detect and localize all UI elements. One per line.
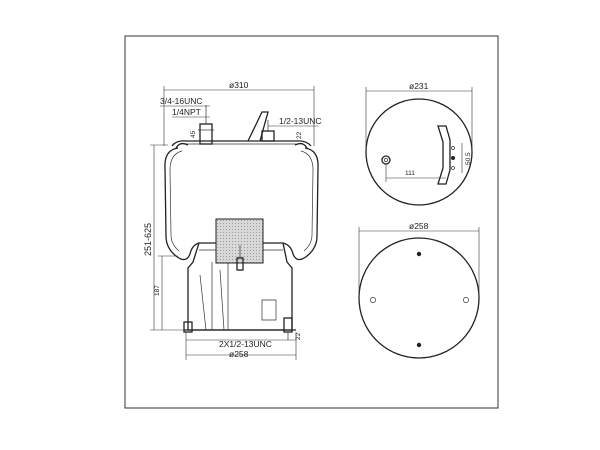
bottom-view-diameter-label: ø258 [409,221,429,231]
top-view-diameter-label: ø231 [409,81,429,91]
bottom-stud-hole-top [416,251,422,257]
piston-height-label: 187 [154,285,161,296]
bottom-stud-left [183,321,193,333]
side-view: ø310 3/4-16UNC 1/4NPT 45 1/2-13UNC 22 25… [143,80,322,360]
bottom-studs-label: 2X1/2-13UNC [219,339,272,349]
mount-bracket [247,111,269,142]
drawing-frame [124,35,499,409]
top-plate [171,140,312,147]
top-diameter-label: ø310 [229,80,249,90]
port-thread-label: 3/4-16UNC [160,96,203,106]
bottom-stud-hole-bottom [416,342,422,348]
height-range-label: 251-625 [143,223,153,256]
top-port-hole [381,155,391,165]
bottom-view: ø258 [358,221,480,359]
top-view-offset-label: 111 [405,170,415,177]
bellows-right [282,147,319,261]
bottom-hole-left [370,297,376,303]
stud-offset-label: 45 [190,130,197,138]
port-npt-label: 1/4NPT [172,107,201,117]
bottom-stud-length-label: 22 [295,332,302,340]
bottom-hole-right [463,297,469,303]
bumper [215,218,264,264]
top-bracket [437,125,451,185]
top-plate-circle [365,98,473,206]
stud-length-label: 22 [296,131,303,139]
stud-thread-label: 1/2-13UNC [279,116,322,126]
bottom-diameter-label: ø258 [229,349,249,359]
top-view: ø231 111 50.5 [365,81,473,206]
top-view-pitch-label: 50.5 [465,152,472,165]
